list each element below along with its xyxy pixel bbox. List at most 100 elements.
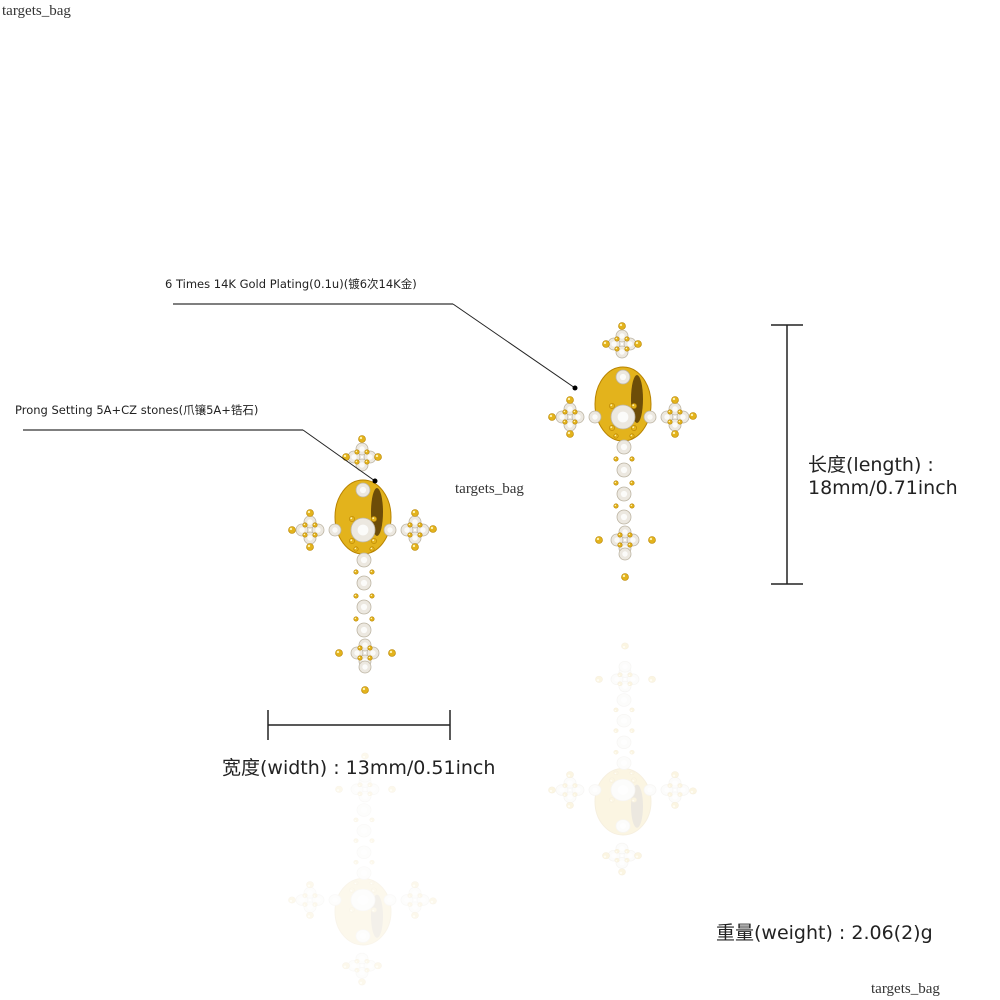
gold-bead [302,902,308,907]
stone-sparkle [354,650,360,656]
gold-bead [417,893,423,898]
bead-highlight [358,656,361,659]
bead-highlight [614,772,617,775]
bead-highlight [672,805,676,808]
stone-sparkle [620,760,628,766]
stone-sparkle [360,870,368,876]
stone-sparkle [299,897,305,903]
gold-bead [411,911,419,919]
bead-highlight [370,882,373,885]
stone-sparkle [359,462,365,468]
bead-highlight [362,755,366,759]
bead-highlight [628,543,631,546]
stone-sparkle [360,556,368,564]
bead-highlight [635,855,639,858]
bead-highlight [354,547,357,550]
stone-sparkle [647,787,653,793]
cz-stone [643,784,657,796]
stone-sparkle [672,794,678,800]
watermark: targets_bag [455,481,524,497]
gold-bead [357,655,363,661]
gold-bead [629,433,635,439]
bead-highlight [649,679,653,682]
bead-highlight [370,547,373,550]
gold-bead [566,771,574,779]
gold-bead [312,522,318,528]
post-back [594,767,652,836]
bead-highlight [359,436,363,440]
bead-highlight [630,481,633,484]
gold-bead [602,852,610,860]
stone-sparkle [360,827,368,834]
bead-highlight [354,840,357,842]
bead-highlight [690,790,694,793]
cz-stone [676,784,690,796]
gold-bead [369,616,375,622]
stone-sparkle [614,537,620,543]
bead-highlight [430,900,434,903]
width-label: 宽度(width) : 13mm/0.51inch [222,757,496,779]
bead-highlight [630,772,633,775]
bead-highlight [603,855,607,858]
bead-highlight [618,674,621,677]
gold-bead [677,783,683,788]
plating-leader-line [173,303,578,391]
bead-highlight [668,420,671,423]
bead-highlight [350,889,353,892]
stone-sparkle [567,780,573,786]
bead-highlight [614,752,617,754]
bead-highlight [614,709,617,712]
bead-highlight [412,915,416,918]
stone-sparkle [359,933,367,939]
bead-highlight [408,523,411,526]
bead-highlight [370,840,373,842]
bead-highlight [630,730,633,732]
gold-bead [624,857,630,863]
bead-highlight [567,774,571,777]
stone-sparkle [622,664,628,670]
bead-highlight [303,895,306,897]
stone-sparkle [360,849,368,856]
bead-highlight [672,431,676,435]
bead-highlight [596,679,600,682]
stone-sparkle [404,897,410,903]
gold-bead [671,771,679,779]
bead-highlight [610,799,613,802]
cz-stone [355,967,369,979]
stone-sparkle [620,490,628,498]
post-back [334,877,392,946]
gold-bead [614,346,620,352]
gold-bead [335,649,343,657]
bead-highlight [615,337,618,340]
cz-stone [356,824,372,838]
length-dimension-line [771,324,803,585]
gold-bead [562,409,568,415]
bead-highlight [365,970,368,972]
gold-bead [407,893,413,898]
bead-highlight [375,454,379,458]
bead-highlight [549,414,553,418]
stone-sparkle [567,406,573,412]
bead-highlight [370,570,373,573]
gold-bead [667,419,673,425]
gold-bead [627,672,633,678]
bead-highlight [622,574,626,578]
bead-highlight [408,533,411,536]
gold-bead [349,887,355,893]
bead-highlight [632,404,635,407]
bead-highlight [632,799,635,802]
gold-bead [364,958,370,964]
cz-stone [355,952,369,965]
post-shadow [631,375,643,423]
stone-sparkle [619,349,625,355]
bead-highlight [370,594,373,597]
cz-stone [400,894,414,906]
bead-highlight [412,510,416,514]
gold-bead [371,516,377,522]
gold-bead [354,958,360,964]
gold-bead [613,770,619,776]
cz-stone [626,673,640,686]
bead-highlight [350,539,353,542]
bead-highlight [678,794,681,796]
